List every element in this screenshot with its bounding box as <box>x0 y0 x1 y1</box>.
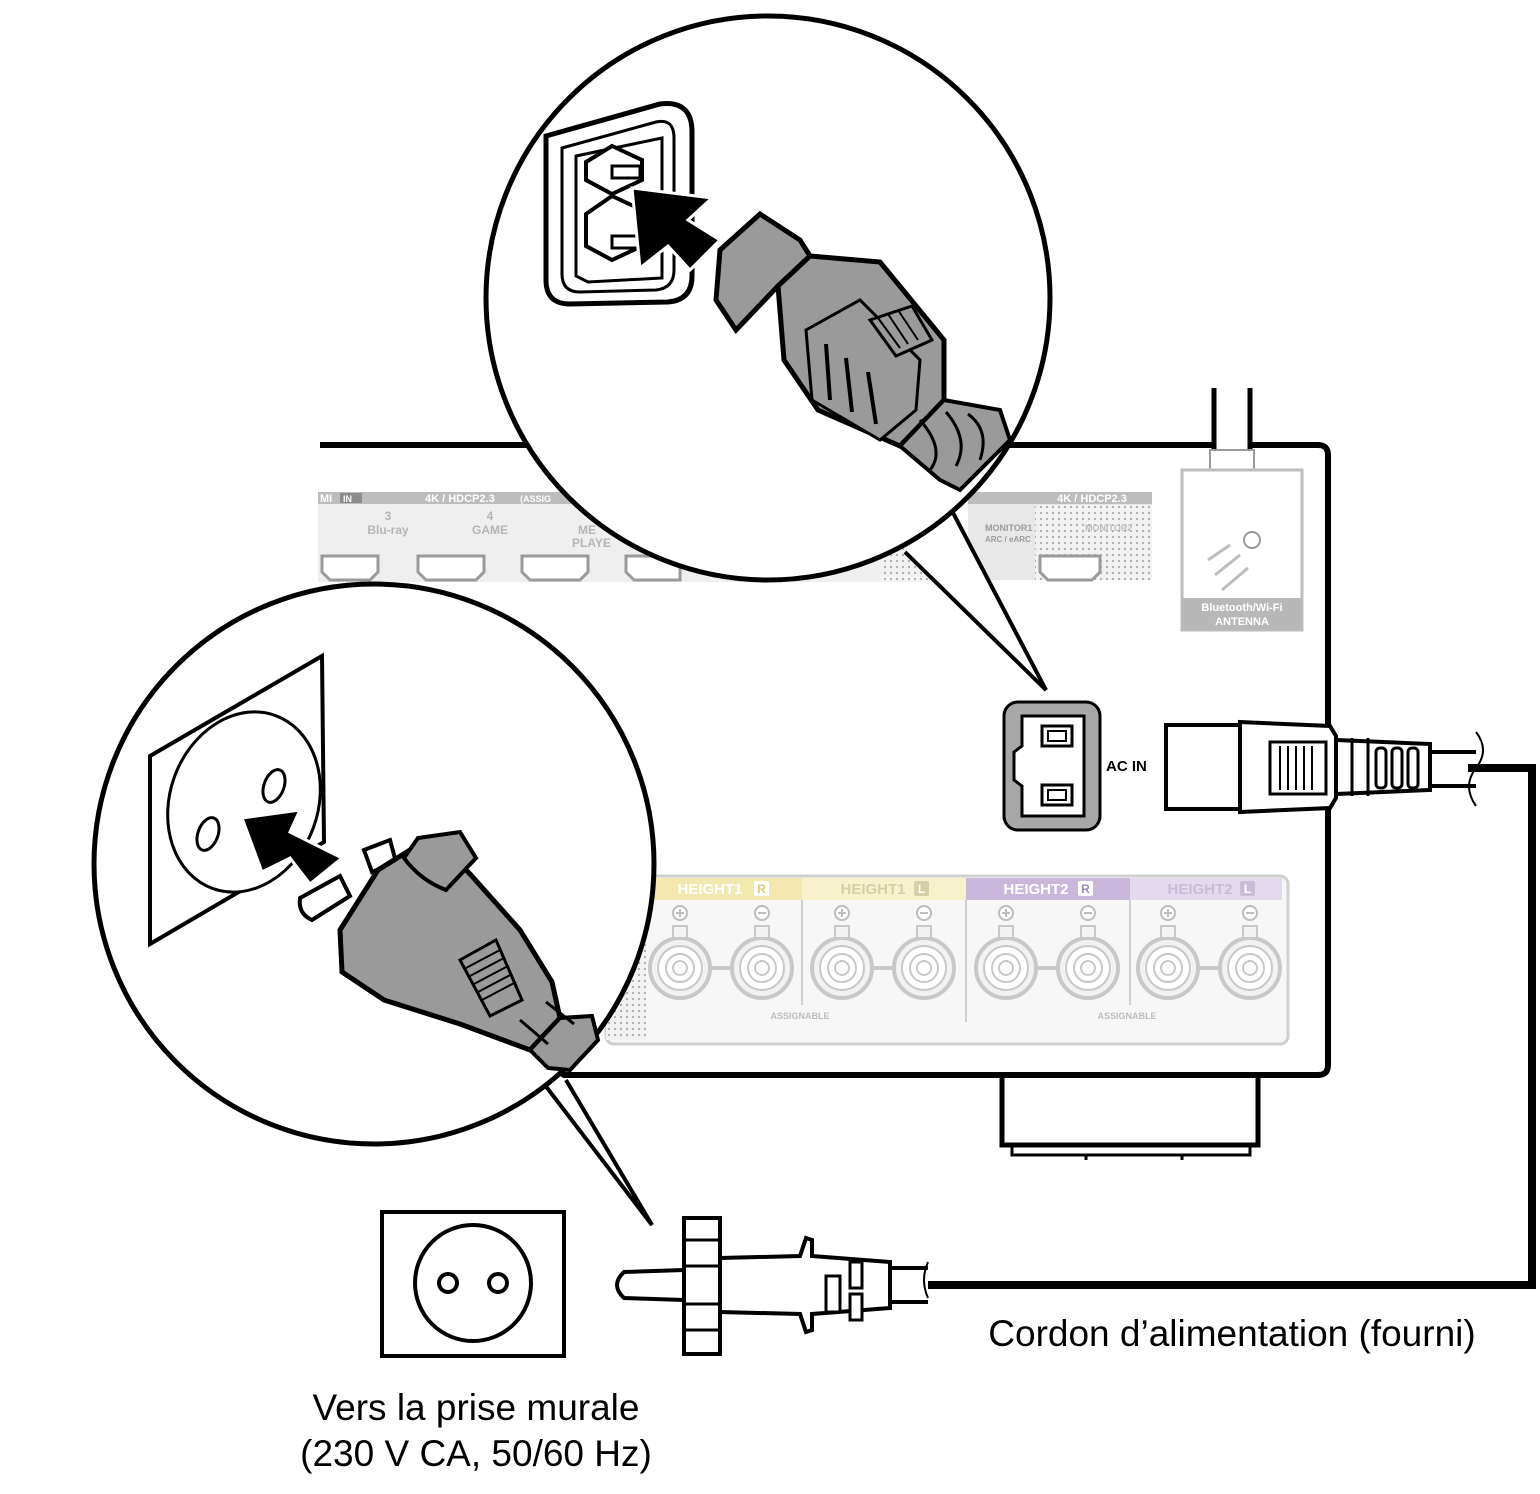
power-cord-caption: Cordon d’alimentation (fourni) <box>988 1313 1475 1354</box>
speaker-binding-posts <box>648 905 1282 1000</box>
wall-outlet-caption-line2: (230 V CA, 50/60 Hz) <box>300 1433 652 1474</box>
antenna-label-line1: Bluetooth/Wi-Fi <box>1201 602 1282 614</box>
hdmi-monitor-strip: 4K / HDCP2.3 MONITOR1 ARC / eARC MONITOR… <box>968 492 1152 582</box>
insert-arrow-icon <box>239 808 345 887</box>
binding-post <box>974 905 1038 1000</box>
binding-post <box>1218 905 1282 1000</box>
monitor2-label: MONITOR2 <box>1085 523 1132 533</box>
hdmi-input-3-name: Blu-ray <box>367 523 409 537</box>
insert-arrow-icon <box>630 186 723 273</box>
binding-post <box>730 905 794 1000</box>
ac-in-label: AC IN <box>1106 758 1147 775</box>
speaker-group-3-label: HEIGHT2 <box>1003 881 1068 898</box>
wall-outlet-closeup <box>148 652 327 948</box>
hdmi-in-badge: IN <box>343 494 352 504</box>
hdmi-input-4-num: 4 <box>487 509 494 523</box>
bluetooth-wifi-antenna: Bluetooth/Wi-Fi ANTENNA <box>1180 388 1304 632</box>
binding-post <box>892 905 956 1000</box>
ac-in-inlet <box>1002 700 1102 832</box>
zoom-bubble-wall-outlet <box>91 581 657 1227</box>
monitor1-label: MONITOR1 <box>985 523 1032 533</box>
iec-cord-connector <box>1164 719 1476 815</box>
hdmi-header-spec: 4K / HDCP2.3 <box>425 493 495 505</box>
hdmi-port-3 <box>416 554 486 582</box>
speaker-group-1-badge: R <box>757 882 766 896</box>
speaker-group-3-badge: R <box>1081 882 1090 896</box>
hdmi-input-4-name: GAME <box>472 523 508 537</box>
mains-plug-closeup <box>297 829 601 1073</box>
hdmi-monitor2-port <box>1038 554 1102 582</box>
speaker-terminal-block: HEIGHT1 R HEIGHT1 L HEIGHT2 R HEIGHT2 L … <box>604 874 1290 1046</box>
speaker-group-4-label: HEIGHT2 <box>1167 881 1232 898</box>
binding-post <box>810 905 874 1000</box>
speaker-group-2-badge: L <box>918 882 925 896</box>
assignable-label-1: ASSIGNABLE <box>770 1011 829 1021</box>
speaker-group-2-label: HEIGHT1 <box>840 881 905 898</box>
iec-plug-closeup <box>713 210 1013 493</box>
binding-post <box>648 905 712 1000</box>
receiver-foot <box>999 1078 1261 1160</box>
speaker-group-1-label: HEIGHT1 <box>677 881 742 898</box>
speaker-group-4-badge: L <box>1244 882 1251 896</box>
hdmi-input-player-fragment: PLAYE <box>572 536 611 550</box>
binding-post <box>1136 905 1200 1000</box>
hdmi-header-assign: (ASSIG <box>520 494 551 504</box>
monitor1-arc-label: ARC / eARC <box>985 535 1031 544</box>
wall-outlet-caption-line1: Vers la prise murale <box>313 1387 640 1428</box>
assignable-label-2: ASSIGNABLE <box>1097 1011 1156 1021</box>
hdmi-port-4 <box>520 554 590 582</box>
power-cord <box>923 731 1536 1299</box>
hdmi-header-prefix: MI <box>320 493 332 505</box>
hdmi-input-3-num: 3 <box>385 509 392 523</box>
hdmi-monitor-header-spec: 4K / HDCP2.3 <box>1057 493 1127 505</box>
zoom-bubble-ac-inlet <box>483 13 1053 692</box>
mains-plug <box>615 1216 928 1356</box>
antenna-label-line2: ANTENNA <box>1215 616 1269 628</box>
hdmi-port-2 <box>320 554 380 582</box>
hdmi-input-media-name: ME <box>578 523 596 537</box>
wall-outlet <box>380 1210 566 1358</box>
